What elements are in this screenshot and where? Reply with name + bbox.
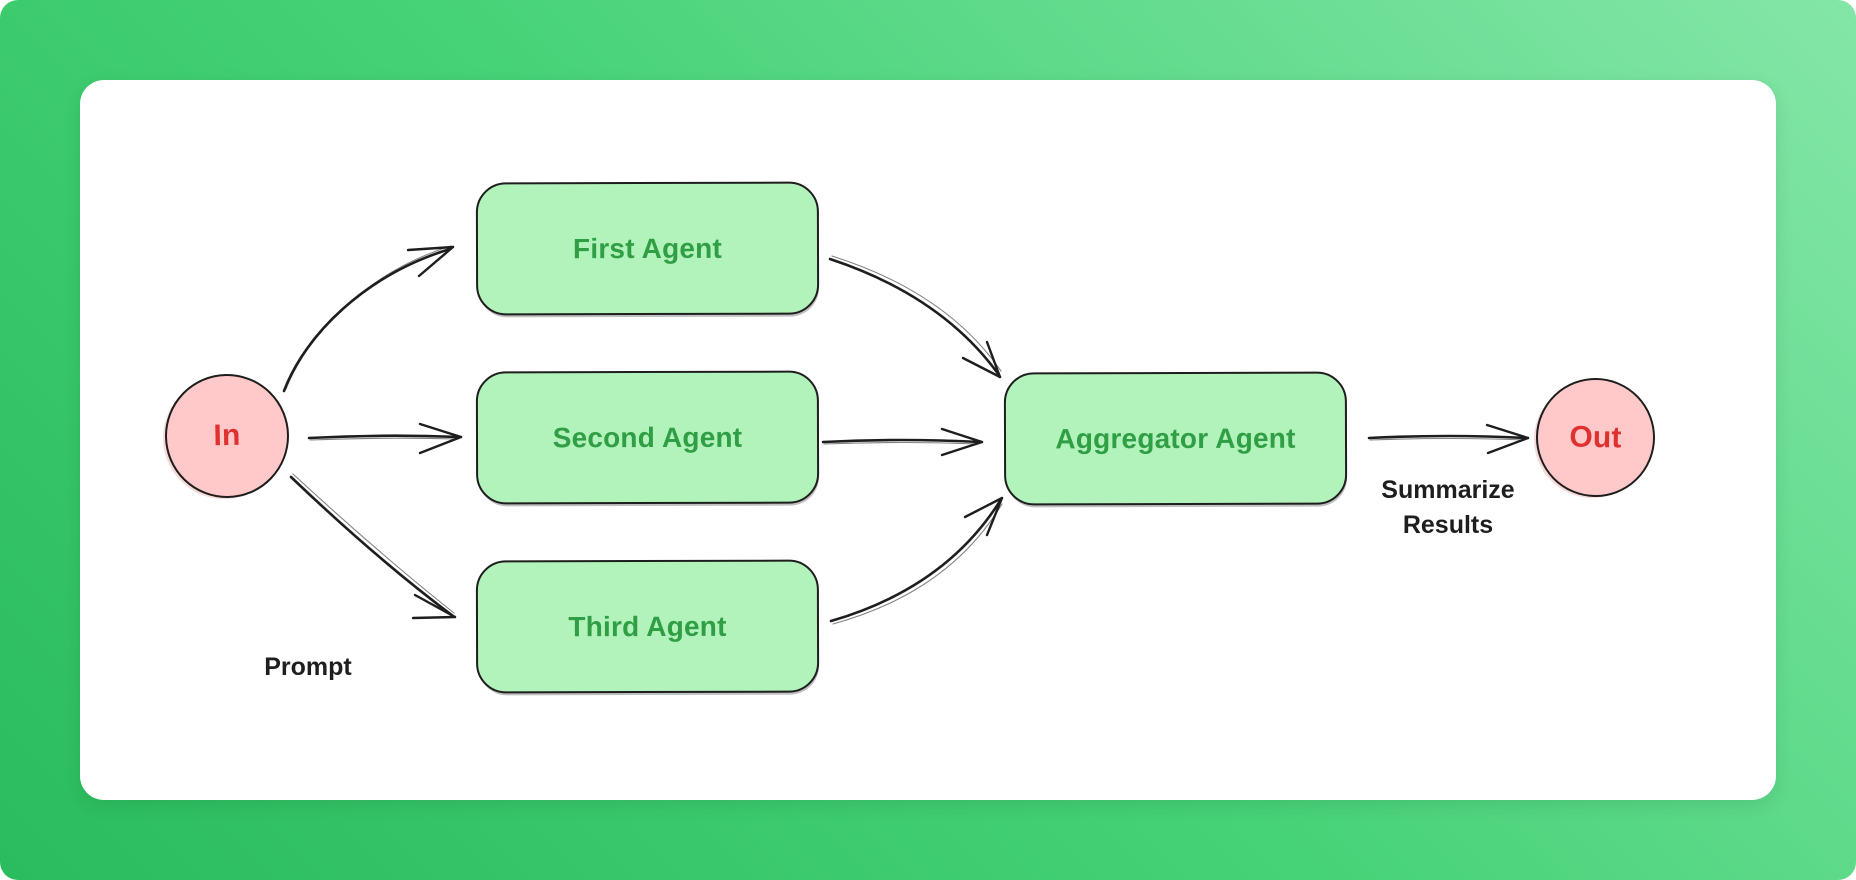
- node-third-agent: Third Agent: [475, 559, 820, 694]
- edge-label-summarize-results: Summarize Results: [1381, 476, 1515, 539]
- node-third-agent-label: Third Agent: [568, 610, 727, 642]
- node-in-label: In: [213, 418, 241, 453]
- node-out-label: Out: [1569, 420, 1622, 454]
- node-aggregator-agent: Aggregator Agent: [1003, 371, 1348, 506]
- node-first-agent: First Agent: [475, 181, 820, 316]
- node-first-agent-label: First Agent: [572, 232, 723, 264]
- node-second-agent: Second Agent: [475, 370, 820, 505]
- node-second-agent-label: Second Agent: [552, 421, 743, 453]
- edge-label-prompt: Prompt: [264, 653, 352, 681]
- diagram-card: [80, 80, 1776, 800]
- node-aggregator-agent-label: Aggregator Agent: [1055, 422, 1296, 454]
